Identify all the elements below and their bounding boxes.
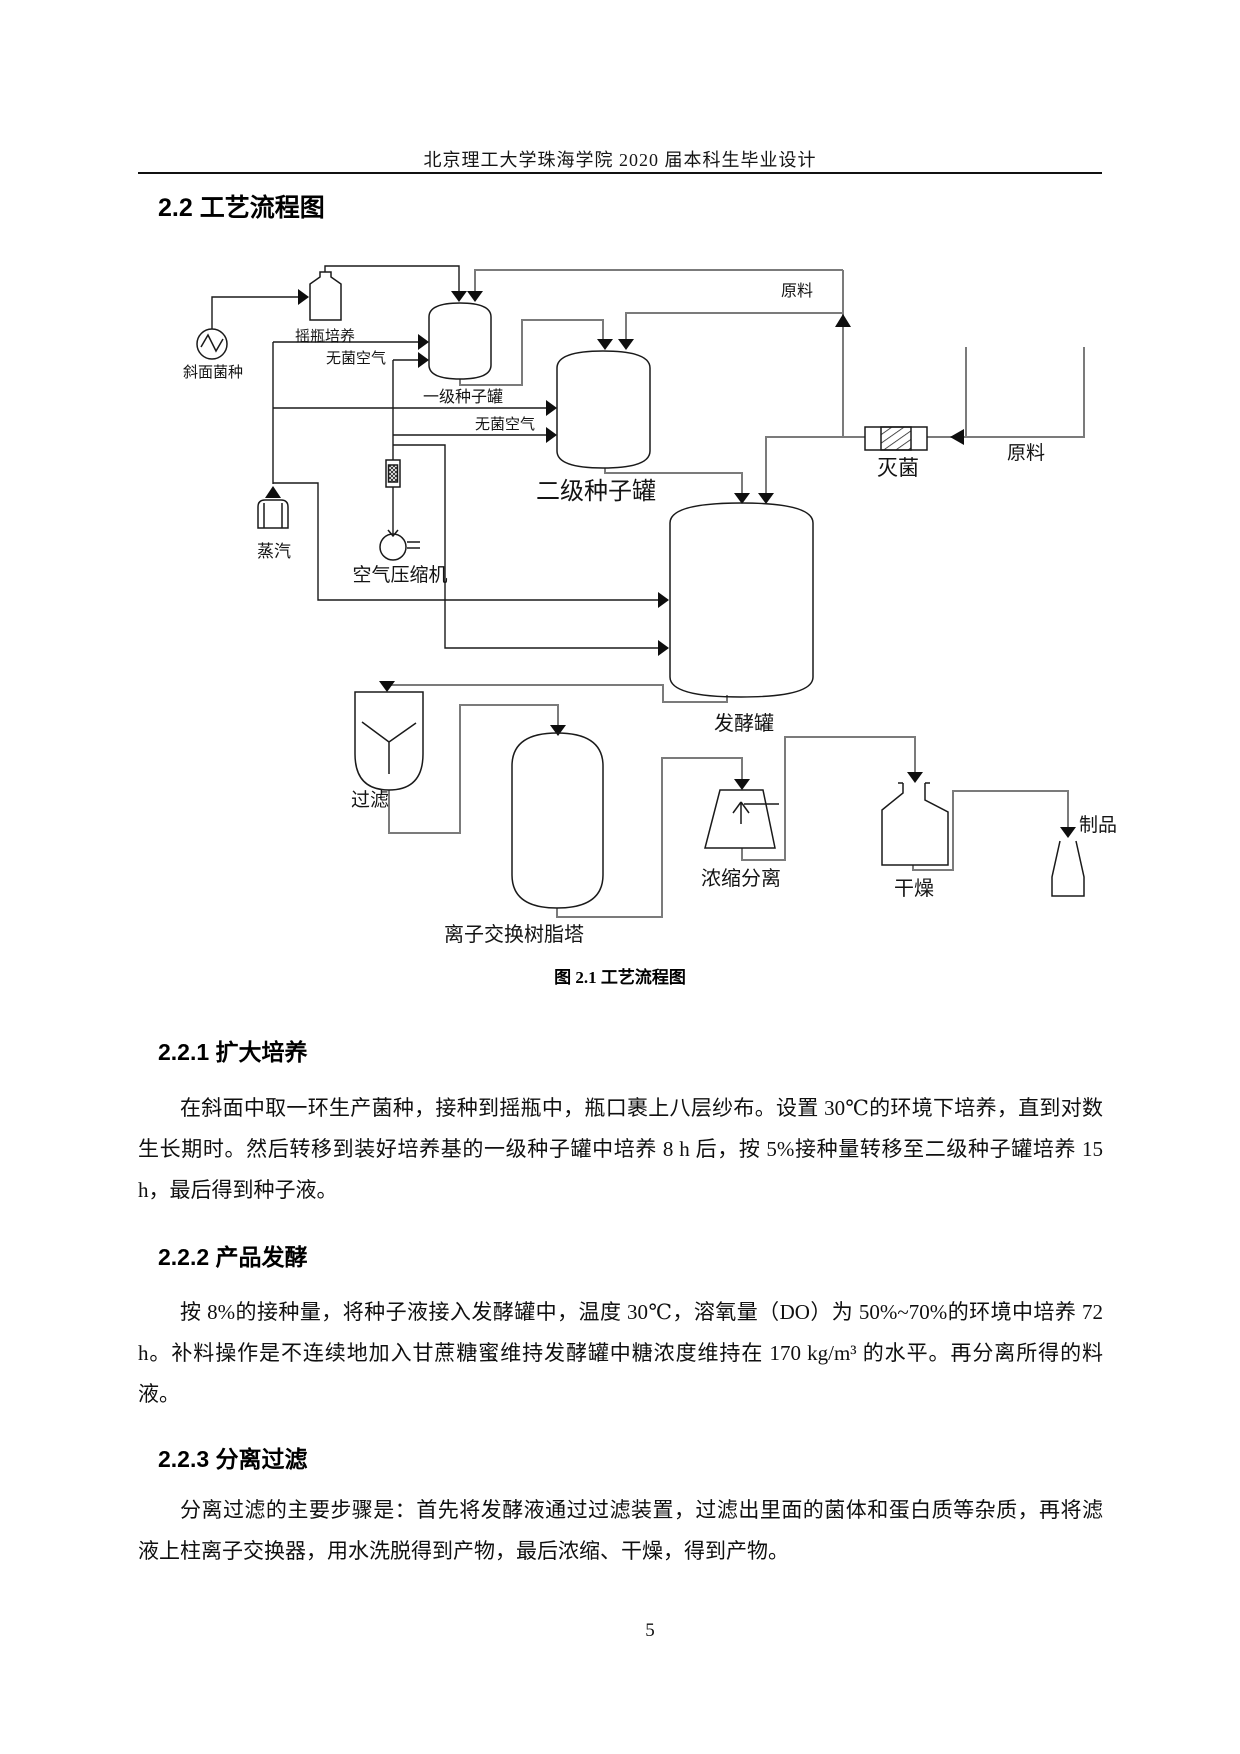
arrow-into-flask-icon <box>298 289 309 305</box>
arrow-tank1-top-right-icon <box>467 291 483 302</box>
subsection-heading-222: 2.2.2 产品发酵 <box>158 1244 308 1270</box>
label-first-seed-tank: 一级种子罐 <box>423 388 503 406</box>
arrow-fermenter-seed-icon <box>734 493 750 504</box>
sterilizer-element <box>880 426 912 451</box>
figure-caption: 图 2.1 工艺流程图 <box>554 968 686 987</box>
dryer-vessel-shape <box>881 783 949 866</box>
arrow-steam-up-icon <box>265 486 281 498</box>
process-flow-diagram: 斜面菌种 摇瓶培养 无菌空气 一级种子罐 无菌空气 二级种子罐 原料 原料 灭菌… <box>183 265 1117 946</box>
arrow-fermenter-steam-icon <box>658 592 669 608</box>
subsection-heading-221: 2.2.1 扩大培养 <box>158 1039 308 1065</box>
fermenter-shape <box>669 502 814 698</box>
steam-vessel-inner-lines <box>263 503 283 528</box>
arrow-into-column-icon <box>550 725 566 736</box>
label-air-compressor: 空气压缩机 <box>352 564 447 586</box>
label-concentration-separation: 浓缩分离 <box>701 867 781 890</box>
arrow-fermenter-air-icon <box>658 640 669 656</box>
paragraph-221: 在斜面中取一环生产菌种，接种到摇瓶中，瓶口裹上八层纱布。设置 30℃的环境下培养… <box>138 1096 1103 1202</box>
arrow-fermenter-feed-icon <box>758 493 774 504</box>
air-compressor-inlet-icon <box>387 529 399 538</box>
label-sterile-air-2: 无菌空气 <box>475 416 535 433</box>
label-ion-exchange-column: 离子交换树脂塔 <box>444 923 584 946</box>
shake-flask-shape <box>309 271 342 321</box>
second-seed-tank-shape <box>556 350 651 469</box>
air-filter-element <box>387 464 399 483</box>
label-sterile-air-1: 无菌空气 <box>326 350 386 367</box>
label-second-seed-tank: 二级种子罐 <box>536 478 656 505</box>
label-dryer: 干燥 <box>894 877 934 900</box>
label-shake-flask: 摇瓶培养 <box>295 328 355 345</box>
label-raw-material-top: 原料 <box>781 282 813 300</box>
ion-exchange-column-shape <box>511 732 604 909</box>
first-seed-tank-shape <box>428 302 492 380</box>
arrow-tank2-top-left-icon <box>597 339 613 350</box>
label-slant-strain: 斜面菌种 <box>183 364 243 381</box>
label-steam: 蒸汽 <box>257 542 291 561</box>
arrow-into-separator-icon <box>734 779 750 790</box>
page-header: 北京理工大学珠海学院 2020 届本科生毕业设计 <box>423 150 817 170</box>
raw-material-tank-shape <box>965 347 1085 438</box>
paragraph-223: 分离过滤的主要步骤是：首先将发酵液通过过滤装置，过滤出里面的菌体和蛋白质等杂质，… <box>138 1498 1103 1563</box>
product-funnel-shape <box>1051 840 1085 897</box>
subsection-heading-223: 2.2.3 分离过滤 <box>158 1446 308 1472</box>
air-compressor-symbol <box>379 533 407 561</box>
arrow-tank1-air-icon <box>418 352 429 368</box>
separator-spray-icon <box>732 801 779 824</box>
slant-strain-symbol <box>196 328 228 360</box>
steam-vessel-shape <box>257 499 289 529</box>
arrow-into-sterilizer-icon <box>950 429 964 445</box>
arrow-into-dryer-icon <box>907 772 923 783</box>
utility-pipes <box>211 265 659 649</box>
label-filter: 过滤 <box>351 789 389 811</box>
flow-arrows <box>265 289 1076 838</box>
label-product: 制品 <box>1079 814 1117 836</box>
arrow-tank2-air-icon <box>546 427 557 443</box>
arrow-riser-up-icon <box>835 314 851 327</box>
arrow-tank2-top-right-icon <box>618 339 634 350</box>
arrow-tank2-steam-icon <box>546 400 557 416</box>
label-raw-material-right: 原料 <box>1007 442 1045 464</box>
header-rule <box>138 172 1102 174</box>
air-compressor-outlet-icon <box>407 541 420 549</box>
paragraph-222: 按 8%的接种量，将种子液接入发酵罐中，温度 30℃，溶氧量（DO）为 50%~… <box>138 1300 1103 1406</box>
arrow-tank1-top-left-icon <box>451 291 467 302</box>
concentration-separator-shape <box>704 789 776 849</box>
label-sterilizer: 灭菌 <box>877 456 919 480</box>
page-number: 5 <box>645 1620 655 1641</box>
air-filter-shape <box>385 459 401 488</box>
arrow-into-filter-icon <box>379 681 395 692</box>
section-title: 2.2 工艺流程图 <box>158 194 325 222</box>
filter-agitator-icon <box>361 721 417 774</box>
arrow-tank1-steam-icon <box>418 334 429 350</box>
arrow-into-product-icon <box>1060 827 1076 838</box>
slant-strain-zigzag-icon <box>200 333 224 353</box>
filter-vessel-shape <box>354 691 424 791</box>
label-fermenter: 发酵罐 <box>714 712 774 735</box>
